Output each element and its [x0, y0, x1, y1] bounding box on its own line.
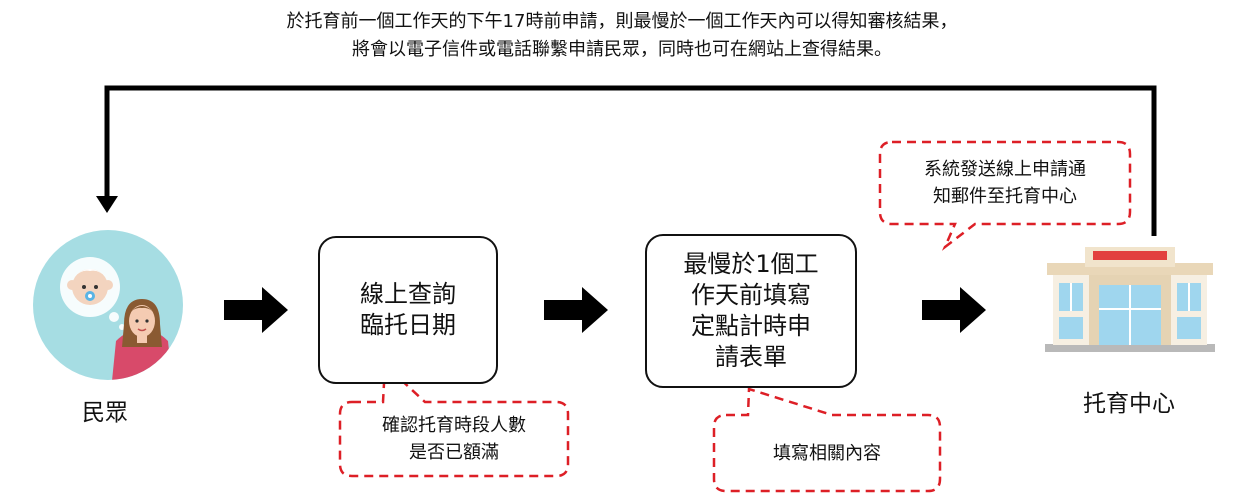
building-icon — [1045, 243, 1215, 353]
parent-baby-icon — [32, 229, 184, 381]
step1-note-line-2: 是否已額滿 — [409, 442, 499, 463]
center-label: 托育中心 — [1083, 391, 1175, 417]
step1-line-2: 臨托日期 — [360, 311, 456, 339]
step1-line-1: 線上查詢 — [360, 280, 456, 308]
top-note-line-1: 於托育前一個工作天的下午17時前申請，則最慢於一個工作天內可以得知審核結果， — [286, 11, 958, 32]
citizen-label: 民眾 — [82, 400, 128, 426]
step1-note-line-1: 確認托育時段人數 — [382, 415, 526, 436]
center-note-text: 系統發送線上申請通 知郵件至托育中心 — [880, 142, 1130, 224]
step1-box: 線上查詢 臨托日期 — [318, 236, 498, 384]
feedback-loop-arrowhead — [96, 196, 118, 213]
step2-line-2: 作天前填寫 — [691, 281, 811, 309]
step2-note-line-1: 填寫相關內容 — [773, 442, 881, 464]
step2-box: 最慢於1個工 作天前填寫 定點計時申 請表單 — [645, 234, 857, 388]
flow-arrow-3 — [922, 287, 986, 337]
step2-line-3: 定點計時申 — [691, 312, 811, 340]
center-note-line-2: 知郵件至托育中心 — [933, 186, 1077, 207]
step2-line-4: 請表單 — [715, 343, 787, 371]
center-note-line-1: 系統發送線上申請通 — [924, 159, 1086, 180]
center-note-bubble — [878, 140, 1132, 251]
step2-note-bubble — [712, 387, 942, 493]
step1-note-text: 確認托育時段人數 是否已額滿 — [340, 402, 568, 476]
step2-line-1: 最慢於1個工 — [683, 250, 819, 278]
top-note: 於托育前一個工作天的下午17時前申請，則最慢於一個工作天內可以得知審核結果， 將… — [0, 8, 1244, 64]
flow-arrow-2 — [544, 287, 608, 337]
step2-note-text: 填寫相關內容 — [714, 415, 940, 491]
feedback-loop-line — [104, 85, 1157, 236]
top-note-line-2: 將會以電子信件或電話聯繫申請民眾，同時也可在網站上查得結果。 — [352, 39, 892, 60]
flow-arrow-1 — [224, 287, 288, 337]
step1-note-bubble — [338, 362, 570, 478]
